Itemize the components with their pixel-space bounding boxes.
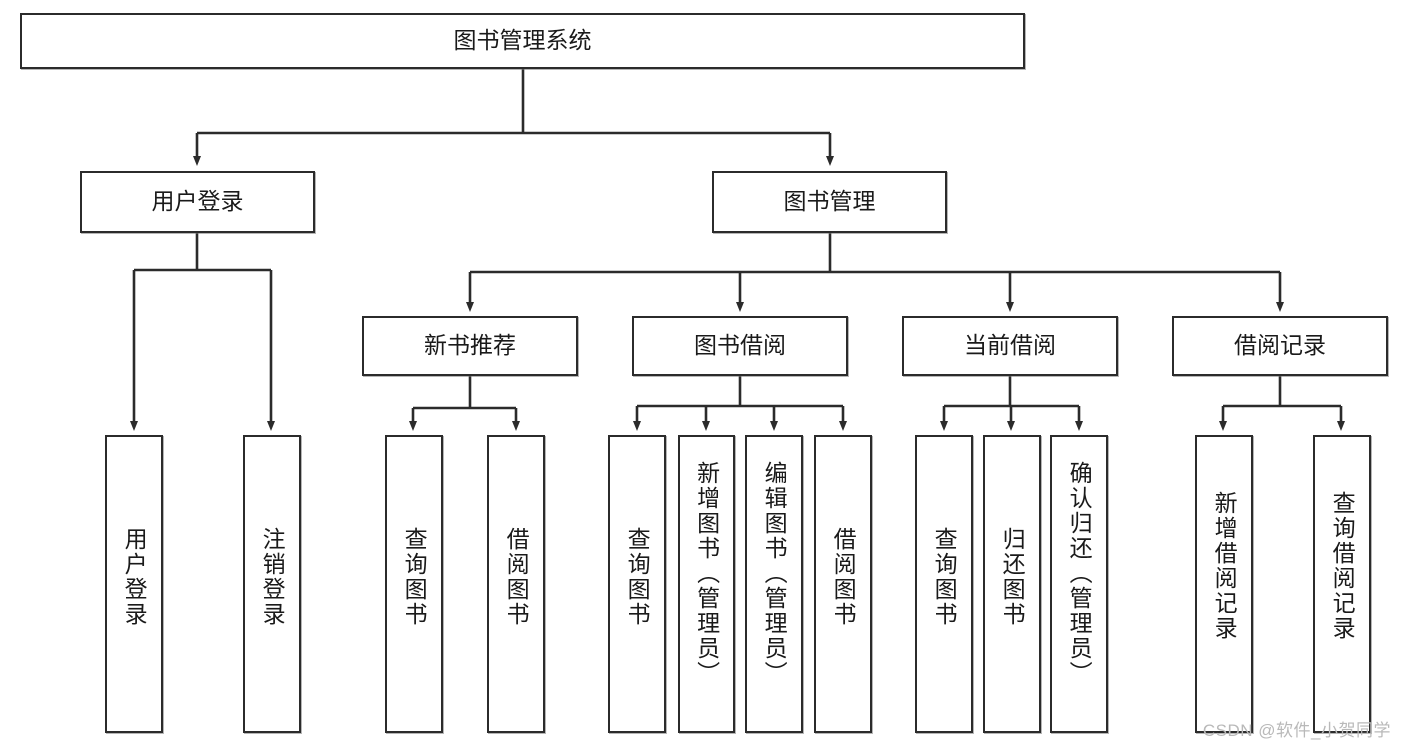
leaf-query-borrow-record[interactable]: 查询借阅记录 [1313,435,1371,733]
leaf-query-book-current[interactable]: 查询图书 [915,435,973,733]
node-book-management[interactable]: 图书管理 [712,171,947,233]
leaf-edit-book-admin[interactable]: 编辑图书（管理员） [745,435,803,733]
leaf-borrow-book-recommend[interactable]: 借阅图书 [487,435,545,733]
node-user-login[interactable]: 用户登录 [80,171,315,233]
node-label: 归还图书 [999,527,1026,627]
leaf-return-book[interactable]: 归还图书 [983,435,1041,733]
node-label: 新增图书（管理员） [693,461,720,686]
leaf-logout[interactable]: 注销登录 [243,435,301,733]
node-label: 查询图书 [401,527,428,627]
leaf-add-borrow-record[interactable]: 新增借阅记录 [1195,435,1253,733]
node-label: 图书借阅 [694,332,786,359]
leaf-add-book-admin[interactable]: 新增图书（管理员） [678,435,735,733]
leaf-confirm-return-admin[interactable]: 确认归还（管理员） [1050,435,1108,733]
node-borrow-record[interactable]: 借阅记录 [1172,316,1388,376]
node-label: 确认归还（管理员） [1066,461,1093,686]
leaf-borrow-book[interactable]: 借阅图书 [814,435,872,733]
node-label: 借阅图书 [503,527,530,627]
node-label: 新增借阅记录 [1211,491,1238,641]
node-label: 图书管理 [783,188,876,215]
node-label: 用户登录 [151,188,244,215]
node-book-borrow[interactable]: 图书借阅 [632,316,848,376]
node-label: 借阅图书 [830,527,857,627]
node-label: 查询借阅记录 [1329,491,1356,641]
node-label: 查询图书 [624,527,651,627]
node-new-book-recommend[interactable]: 新书推荐 [362,316,578,376]
node-label: 新书推荐 [424,332,516,359]
leaf-query-book-borrow[interactable]: 查询图书 [608,435,666,733]
node-label: 注销登录 [259,527,286,627]
node-current-borrow[interactable]: 当前借阅 [902,316,1118,376]
node-label: 图书管理系统 [453,27,592,54]
leaf-user-login[interactable]: 用户登录 [105,435,163,733]
node-label: 借阅记录 [1234,332,1326,359]
node-label: 当前借阅 [964,332,1056,359]
node-label: 查询图书 [931,527,958,627]
node-book-management-system[interactable]: 图书管理系统 [20,13,1025,69]
csdn-watermark: CSDN @软件_小贺同学 [1202,721,1391,740]
leaf-query-book-recommend[interactable]: 查询图书 [385,435,443,733]
node-label: 用户登录 [121,527,148,627]
node-label: 编辑图书（管理员） [761,461,788,686]
